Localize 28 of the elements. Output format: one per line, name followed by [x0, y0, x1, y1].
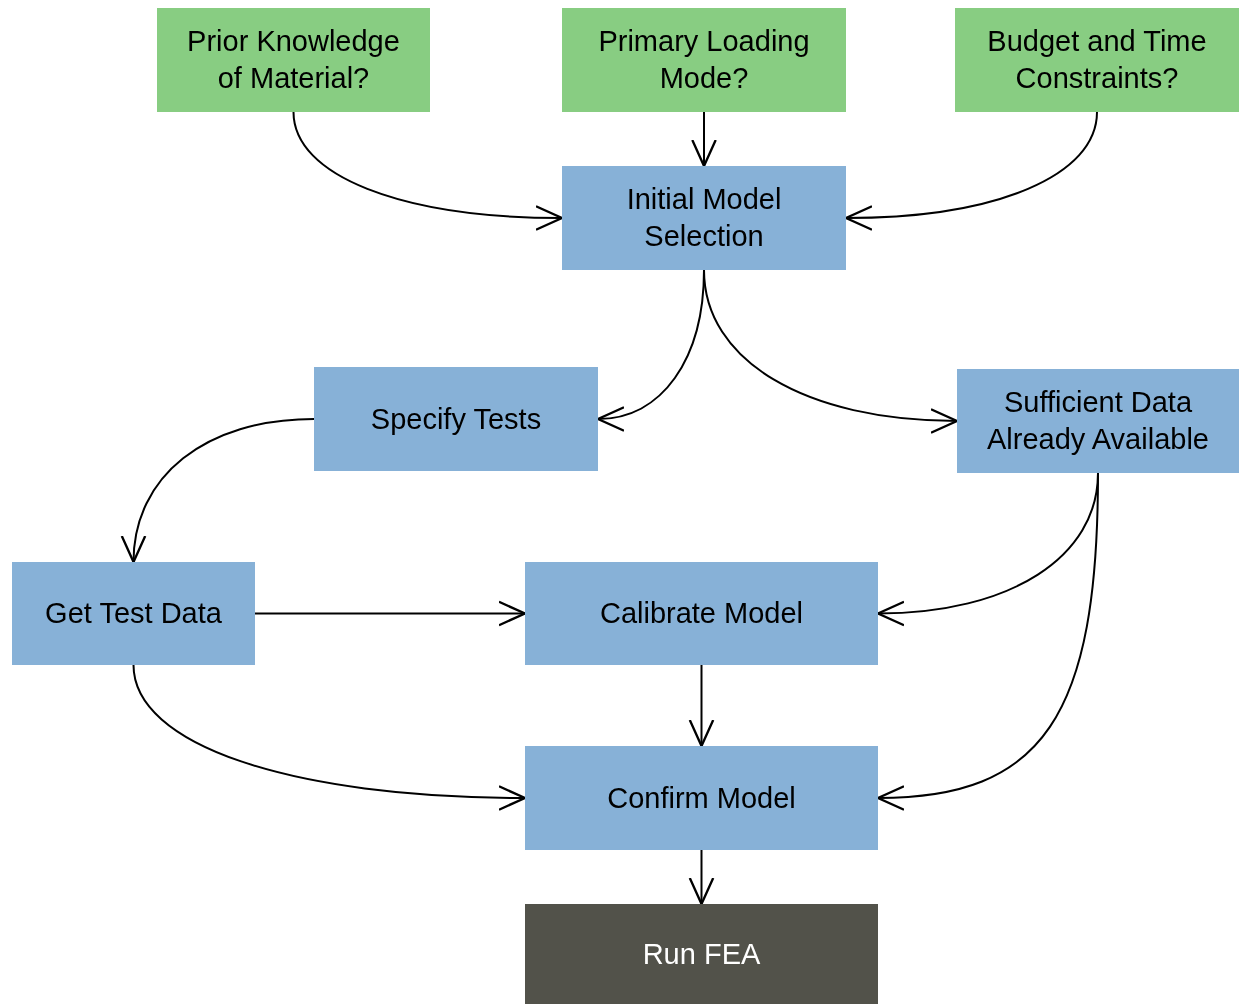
arrow: [703, 269, 959, 433]
box-label: Prior Knowledge of Material?: [186, 24, 401, 96]
process-box: [562, 8, 846, 112]
process-box: [562, 166, 846, 270]
process-box: [525, 562, 878, 665]
process-box: [12, 562, 255, 665]
process-box: [314, 367, 598, 471]
box-label: Run FEA: [642, 936, 761, 972]
box-label: Calibrate Model: [599, 596, 804, 631]
box-label: Get Test Data: [45, 596, 222, 631]
process-box: [525, 904, 878, 1004]
arrow: [688, 664, 715, 748]
box-label: Primary Loading Mode?: [597, 24, 811, 96]
box-label: Initial Model Selection: [625, 182, 783, 254]
process-box: [955, 8, 1239, 112]
arrow: [688, 849, 715, 906]
box-label: Specify Tests: [370, 401, 542, 437]
arrow: [254, 600, 527, 627]
arrow: [691, 111, 717, 168]
arrow: [132, 664, 527, 811]
process-box: [157, 8, 430, 112]
box-label: Sufficient Data Already Available: [986, 385, 1210, 457]
process-box: [957, 369, 1239, 473]
process-box: [525, 746, 878, 850]
arrow: [122, 418, 315, 564]
box-label: Budget and Time Constraints?: [986, 24, 1208, 96]
arrow: [292, 111, 564, 231]
box-label: Confirm Model: [607, 780, 796, 816]
